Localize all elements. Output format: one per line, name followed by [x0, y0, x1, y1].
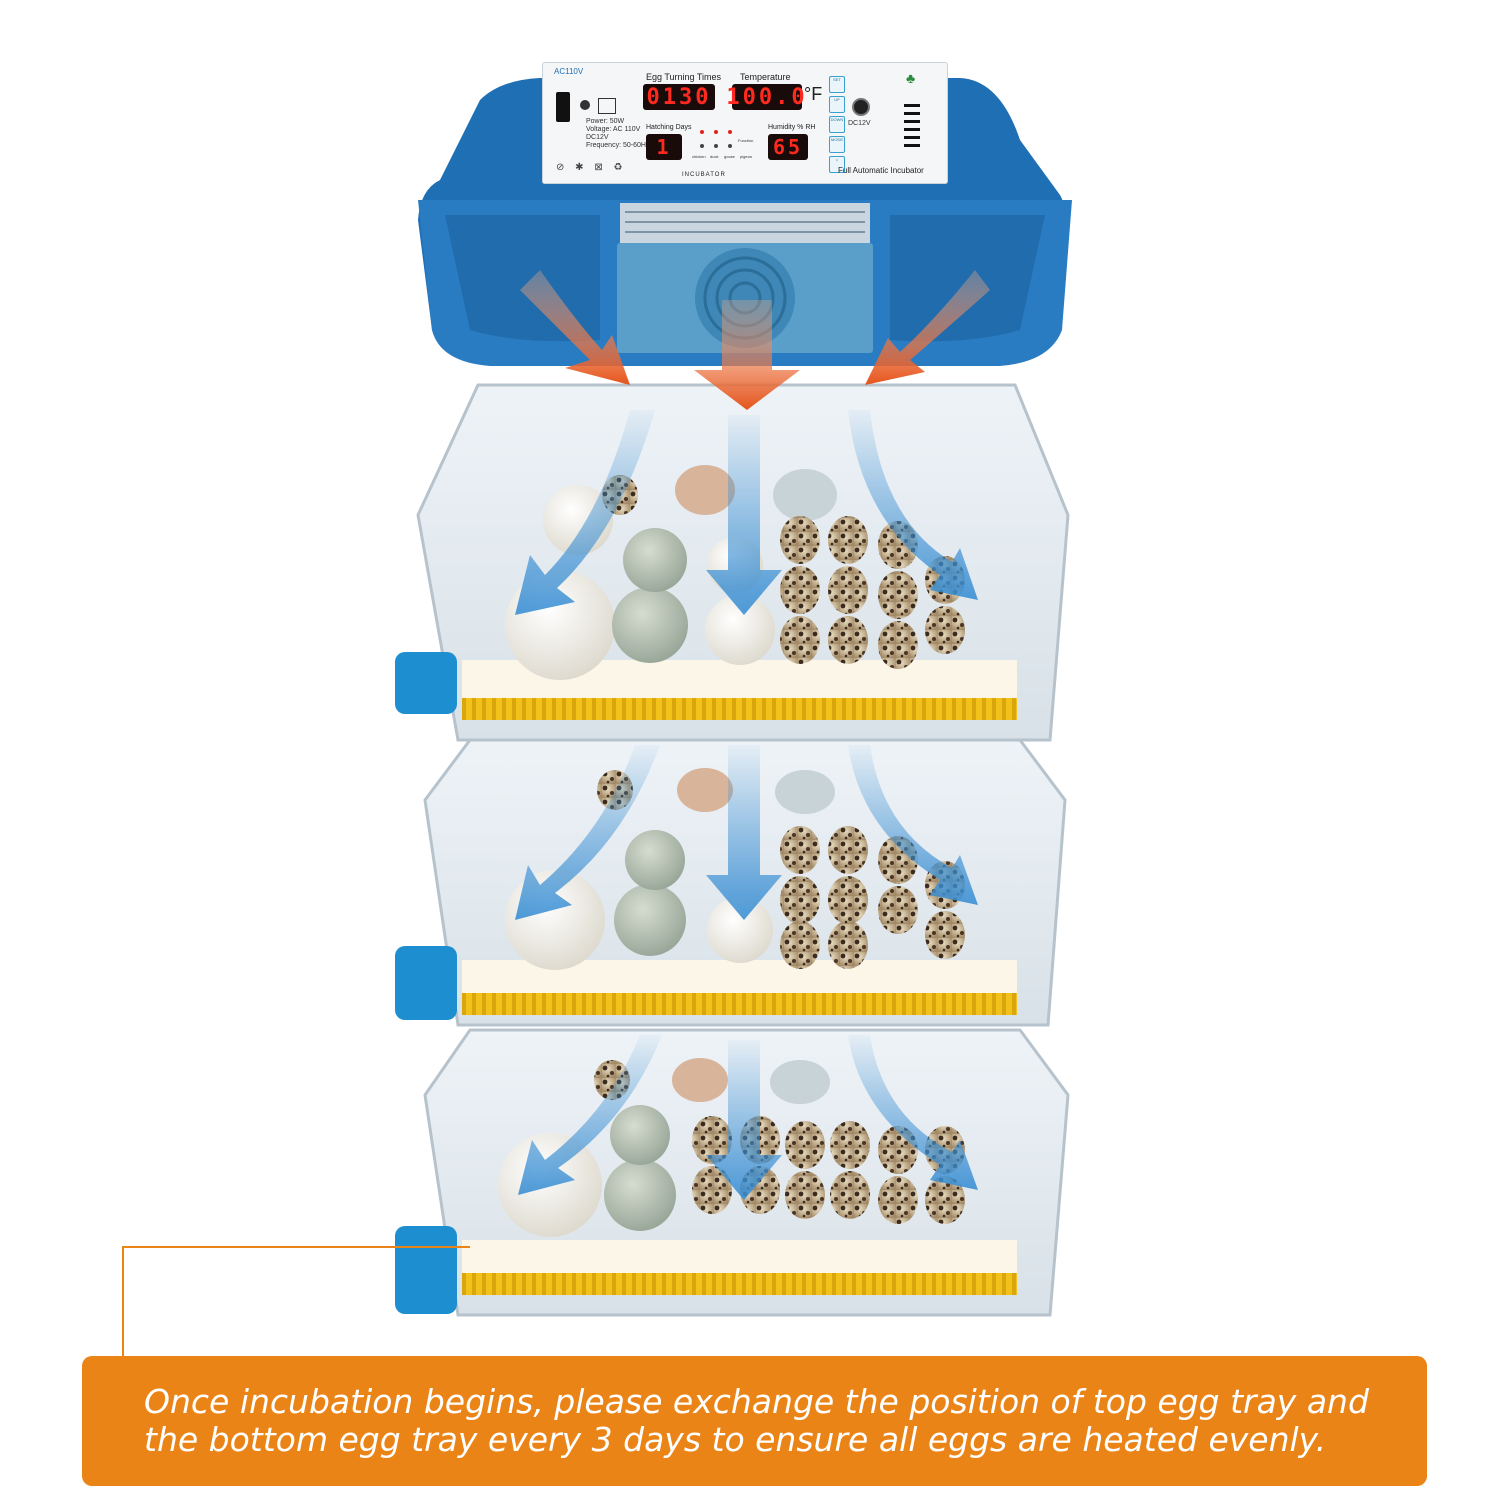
air-flow-arrows	[515, 410, 978, 1200]
notice-line-1: Once incubation begins, please exchange …	[144, 1382, 1369, 1421]
speaker-grille-icon	[904, 104, 920, 147]
light-button[interactable]: ☼	[829, 156, 845, 173]
humidity-display: 65	[768, 134, 808, 160]
humidity-label: Humidity % RH	[768, 124, 816, 131]
mode-goose: goose	[724, 154, 735, 159]
certification-icons: ⊘ ✱ ⊠ ♻	[556, 162, 627, 173]
voltage-spec: Voltage: AC 110V	[586, 126, 641, 133]
callout-line	[122, 1246, 470, 1357]
fuse-icon	[580, 100, 590, 110]
voltage-model-label: AC110V	[554, 67, 584, 76]
product-name: Full Automatic Incubator	[838, 166, 924, 175]
dc-jack	[852, 98, 870, 116]
mode-chicken: chicken	[692, 154, 706, 159]
function-label: Function	[738, 138, 754, 143]
notice-banner: Once incubation begins, please exchange …	[82, 1356, 1427, 1486]
egg-turning-display: 0130	[643, 84, 715, 110]
egg-turning-label: Egg Turning Times	[646, 72, 722, 82]
tree-logo-icon: ♣	[906, 70, 916, 86]
notice-text: Once incubation begins, please exchange …	[144, 1383, 1394, 1459]
down-button[interactable]: DOWN	[829, 116, 845, 133]
mode-indicators	[698, 128, 750, 164]
hatching-days-label: Hatching Days	[646, 124, 692, 131]
incubator-brand: INCUBATOR	[682, 172, 726, 178]
power-switch[interactable]	[556, 92, 570, 122]
temperature-display: 100.0	[726, 84, 808, 110]
control-panel: AC110V Power: 50W Voltage: AC 110V DC12V…	[542, 62, 948, 184]
hatching-days-display: 1	[646, 134, 682, 160]
mode-button[interactable]: MODE	[829, 136, 845, 153]
set-button[interactable]: SET	[829, 76, 845, 93]
heat-flow-arrows	[520, 270, 990, 410]
mode-pigeon: pigeon	[740, 154, 753, 159]
up-button[interactable]: UP	[829, 96, 845, 113]
plug-icon	[598, 98, 616, 114]
frequency-spec: Frequency: 50-60Hz	[586, 142, 650, 149]
temperature-unit: °F	[804, 84, 823, 104]
temperature-label: Temperature	[740, 72, 791, 82]
dc12v-label: DC12V	[848, 120, 871, 127]
dc-spec: DC12V	[586, 134, 609, 141]
mode-duck: duck	[710, 154, 719, 159]
power-spec: Power: 50W	[586, 118, 625, 125]
notice-line-2: the bottom egg tray every 3 days to ensu…	[144, 1420, 1327, 1459]
